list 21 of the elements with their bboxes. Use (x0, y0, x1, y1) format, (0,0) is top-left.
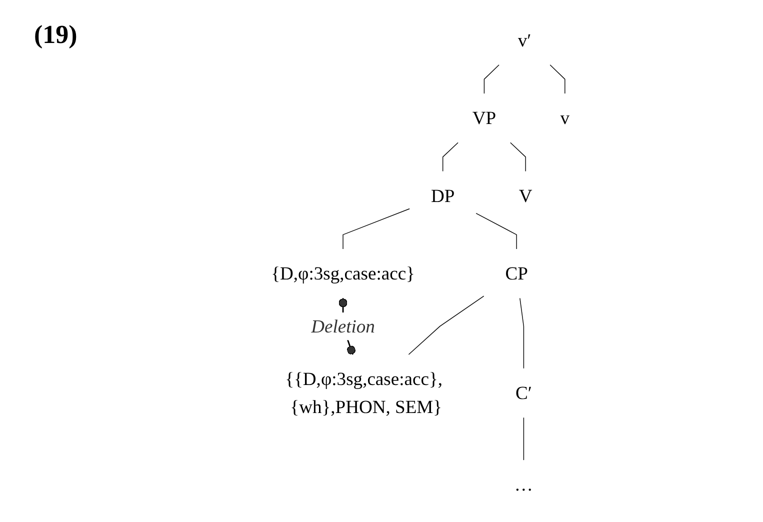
edge-label: Deletion (310, 316, 375, 337)
node-text: CP (504, 263, 528, 284)
node-text: VP (472, 108, 496, 128)
node-text: v (560, 108, 570, 128)
node-text: V (518, 185, 532, 206)
connector (342, 208, 410, 250)
connector (510, 142, 526, 172)
connector (442, 142, 458, 172)
connector (408, 296, 484, 355)
node-text: … (514, 474, 533, 496)
example-number: (19) (34, 20, 78, 50)
connector (484, 64, 500, 94)
node-text: {D,φ:3sg,case:acc} (270, 263, 415, 284)
connector (475, 212, 517, 250)
node-text: DP (430, 185, 454, 206)
node-text: v′ (518, 30, 531, 51)
node-text: {{D,φ:3sg,case:acc}, {wh},PHON, SEM} (284, 368, 442, 418)
connector (523, 417, 524, 460)
node-text: C′ (515, 382, 532, 404)
connector (549, 64, 565, 94)
connector (519, 298, 524, 369)
